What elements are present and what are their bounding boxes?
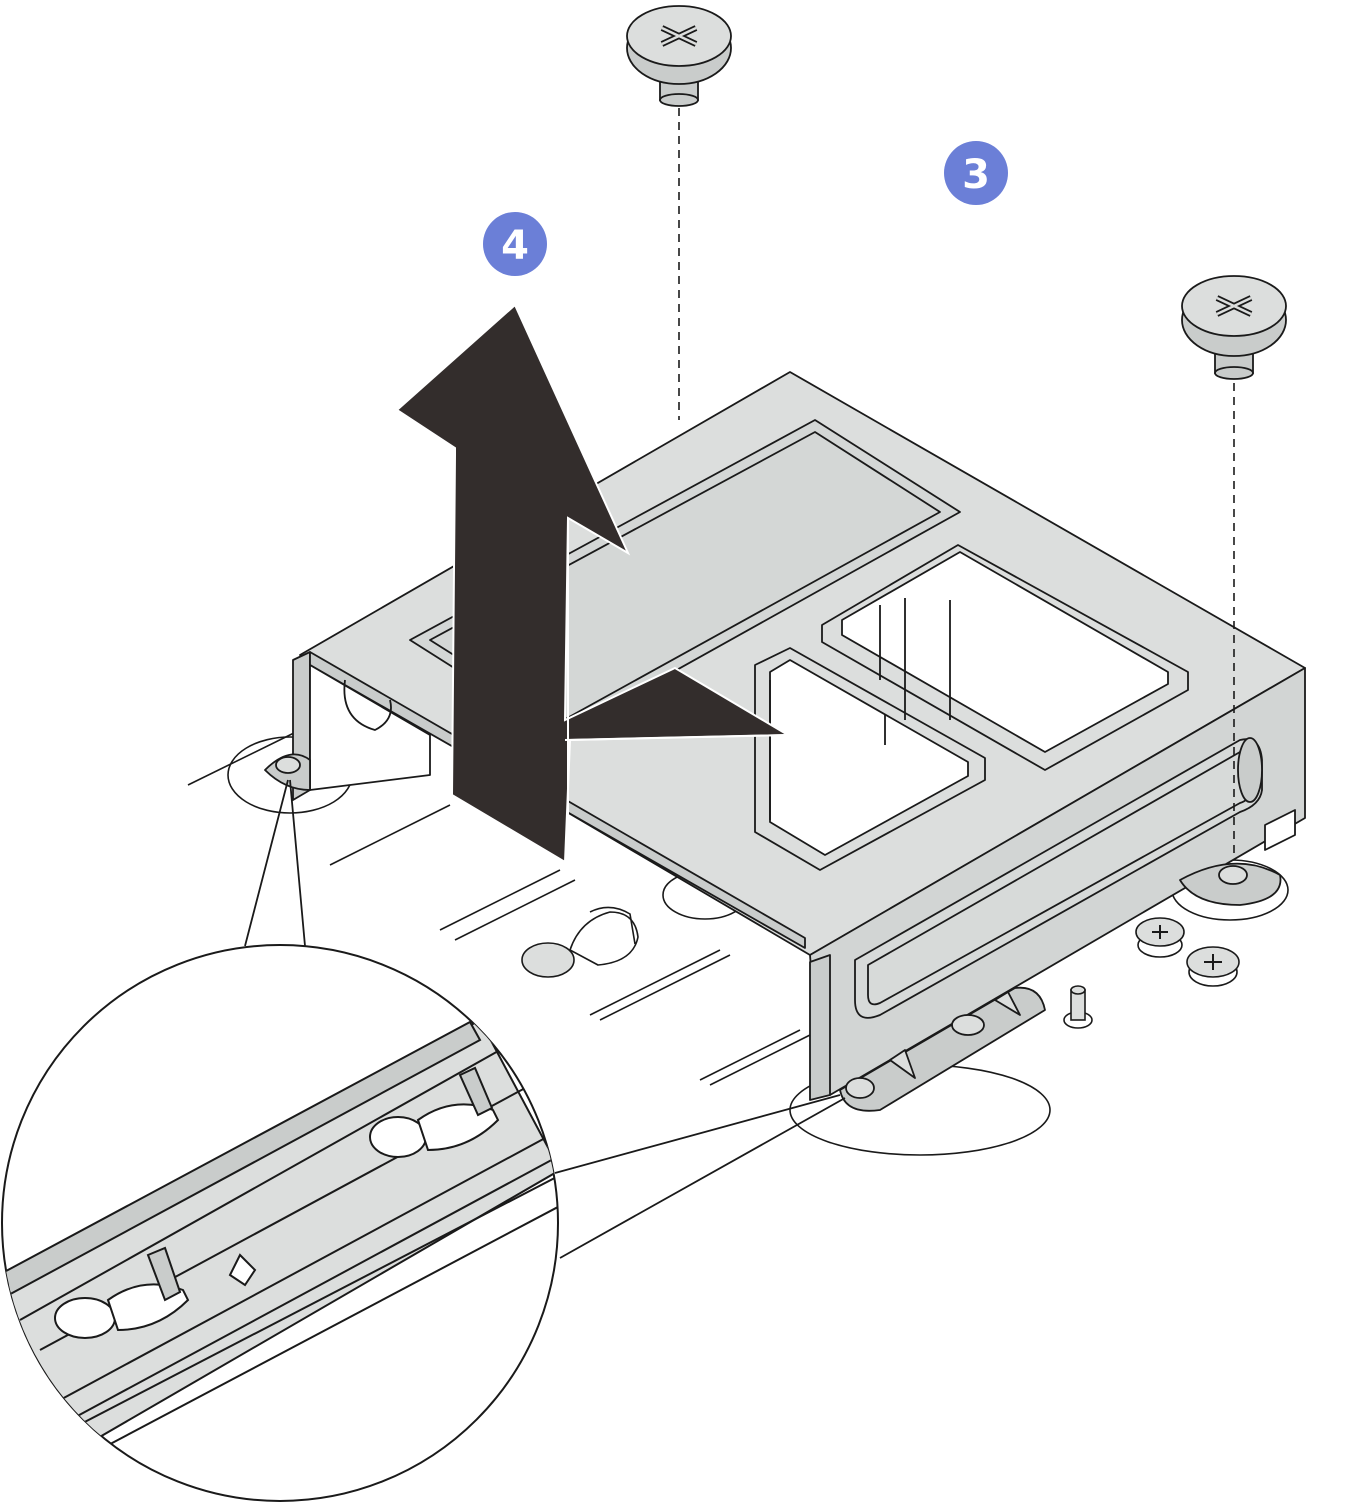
detail-magnifier-circle (1, 779, 846, 1502)
small-screw-1 (1135, 917, 1185, 958)
chassis-floor (187, 729, 811, 1086)
callout-step-3: 3 (944, 141, 1008, 205)
phillips-screw-icon (626, 5, 732, 420)
lift-and-pull-arrow-icon (395, 303, 792, 864)
callout-step-4: 4 (483, 212, 547, 276)
keyhole-slot (521, 906, 639, 978)
guide-pin (1063, 985, 1093, 1029)
callout-step-3-label: 3 (962, 152, 990, 198)
callout-step-4-label: 4 (501, 223, 529, 269)
phillips-screw-icon (1181, 275, 1287, 860)
small-screw-2 (1186, 946, 1240, 987)
